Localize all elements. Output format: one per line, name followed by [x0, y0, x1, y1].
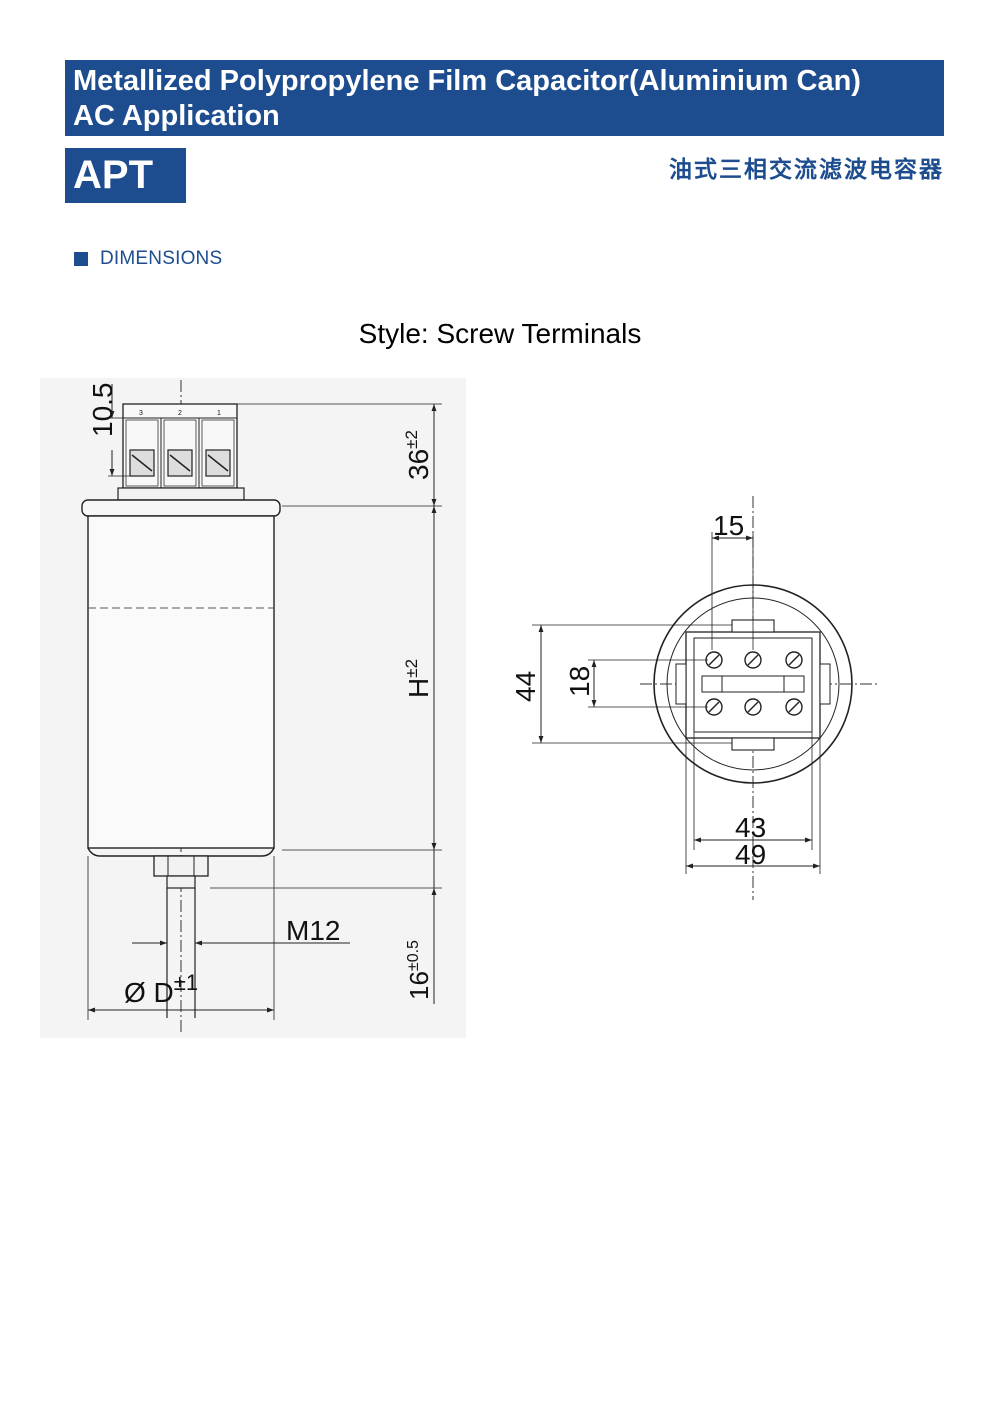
svg-text:36±2: 36±2 [402, 430, 434, 480]
dim-10-5-label: 10.5 [87, 383, 118, 438]
dim-18-label: 18 [564, 666, 595, 697]
terminal-number-3: 3 [139, 410, 143, 417]
mounting-stud [153, 855, 209, 1018]
dim-h-tolerance: ±2 [402, 659, 421, 678]
svg-text:H±2: H±2 [402, 659, 434, 698]
dim-top-15: 15 [711, 510, 754, 650]
dim-36-label: 36 [403, 449, 434, 480]
dim-36-tolerance: ±2 [402, 430, 421, 449]
dim-diameter-tolerance: ±1 [174, 970, 198, 995]
dim-diameter-label: Ø D [124, 977, 174, 1008]
dim-height-h: H±2 [282, 506, 442, 851]
dim-diameter: Ø D±1 [87, 856, 275, 1020]
dim-top-18: 18 [564, 659, 708, 708]
dim-44-label: 44 [510, 671, 541, 702]
dim-m12-label: M12 [286, 915, 340, 946]
terminal-number-1: 1 [217, 410, 221, 417]
section-bullet-icon [74, 252, 88, 266]
dim-stud-length: 16±0.5 [210, 850, 442, 1004]
dim-top-44: 44 [510, 624, 732, 744]
svg-text:16±0.5: 16±0.5 [404, 940, 434, 1000]
dim-top-43: 43 [693, 732, 813, 850]
dim-top-49: 49 [685, 738, 821, 874]
product-title-line1: Metallized Polypropylene Film Capacitor(… [73, 65, 861, 97]
series-code-badge: APT [65, 148, 186, 203]
svg-text:Ø D±1: Ø D±1 [124, 970, 198, 1008]
dim-top-36: 36±2 [237, 403, 442, 507]
dim-16-label: 16 [404, 971, 434, 1000]
dim-stud-thread: M12 [132, 915, 350, 946]
product-title-line2: AC Application [73, 100, 280, 132]
top-view-drawing: 15 44 18 43 49 [510, 496, 878, 900]
capacitor-can [81, 499, 281, 857]
style-label: Style: Screw Terminals [358, 318, 642, 349]
dim-15-label: 15 [713, 510, 744, 541]
chinese-product-title: 油式三相交流滤波电容器 [669, 156, 944, 183]
title-bar: Metallized Polypropylene Film Capacitor(… [65, 60, 944, 136]
capacitor-lid [117, 487, 245, 501]
dim-49-label: 49 [735, 839, 766, 870]
dim-43-label: 43 [735, 812, 766, 843]
dim-16-tolerance: ±0.5 [405, 940, 422, 971]
terminal-block: 3 2 1 [122, 403, 238, 489]
dim-h-label: H [403, 678, 434, 698]
section-label: DIMENSIONS [100, 248, 223, 269]
terminal-number-2: 2 [178, 410, 182, 417]
section-heading: DIMENSIONS [74, 248, 222, 270]
dim-terminal-height: 10.5 [87, 383, 130, 477]
terminal-screws [705, 651, 803, 716]
side-view-drawing: 3 2 1 10.5 [40, 378, 466, 1038]
